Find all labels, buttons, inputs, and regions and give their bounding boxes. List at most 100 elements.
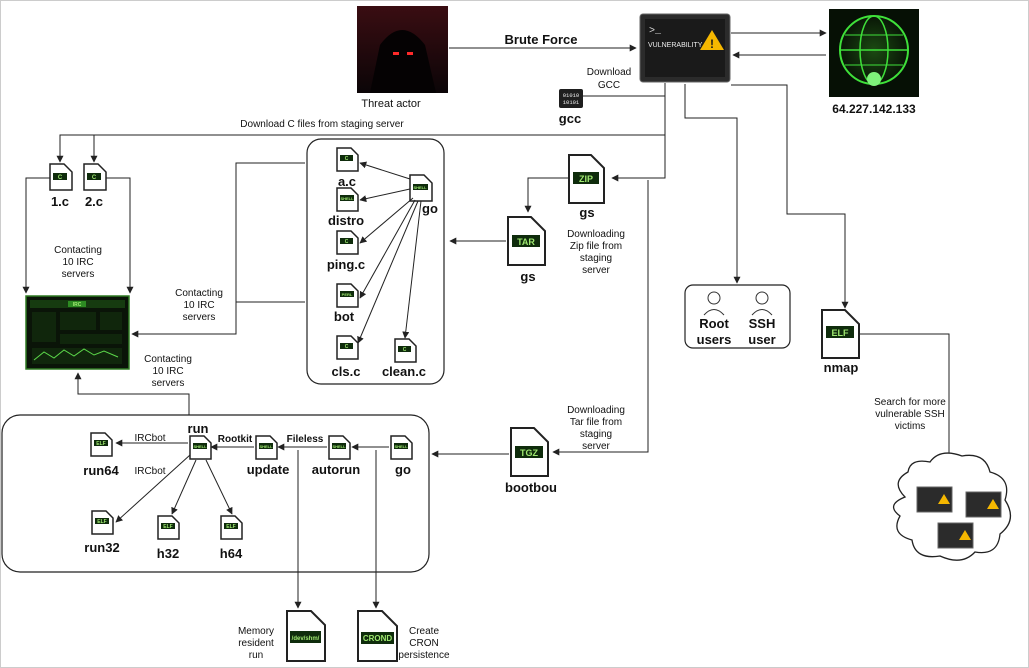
contacting-irc-a-1: Contacting xyxy=(54,245,102,256)
users-box xyxy=(684,284,791,349)
file-h64-label: h64 xyxy=(220,546,243,561)
file-h32-badge: ELF xyxy=(163,524,172,530)
file-2c-badge: C xyxy=(92,175,97,181)
file-distro-label: distro xyxy=(328,213,364,228)
irc-server-panel: IRC xyxy=(25,295,130,370)
file-clean: C clean.c xyxy=(382,338,426,379)
file-ping: C ping.c xyxy=(327,230,365,272)
zip-to-tar-arrow xyxy=(524,177,568,213)
file-bot-badge: PERL xyxy=(342,292,353,297)
2c-to-irc-arrow xyxy=(106,177,134,294)
file-gs-tar-badge: TAR xyxy=(517,237,535,247)
download-c-files-arrow xyxy=(56,84,666,163)
file-1c: C 1.c xyxy=(49,163,73,209)
downloading-tar-1: Downloading xyxy=(567,405,625,416)
warning-icon xyxy=(987,499,999,509)
file-go-1-badge: SHELL xyxy=(413,185,427,190)
root-users-label-2: users xyxy=(697,332,732,347)
ssh-user-label-2: user xyxy=(748,332,775,347)
nmap-to-cloud-arrow xyxy=(860,333,953,471)
hood-icon xyxy=(370,30,436,93)
runtime-group xyxy=(1,414,430,573)
contacting-irc-a-2: 10 IRC xyxy=(62,257,93,268)
file-h64-badge: ELF xyxy=(226,524,235,530)
create-cron-1: Create xyxy=(409,626,439,637)
download-gcc-label-2: GCC xyxy=(598,80,620,91)
svg-text:!: ! xyxy=(710,37,714,51)
file-cls-label: cls.c xyxy=(332,364,361,379)
file-run32-badge: ELF xyxy=(97,519,106,525)
file-bot: PERL bot xyxy=(334,283,359,324)
file-2c-label: 2.c xyxy=(85,194,103,209)
file-run64: ELF run64 xyxy=(83,432,119,478)
ssh-user-label-1: SSH xyxy=(749,316,776,331)
file-crond-badge: CROND xyxy=(363,634,393,643)
memory-resident-3: run xyxy=(249,650,263,661)
fileless-label: Fileless xyxy=(287,434,324,445)
file-devshm: /dev/shm/ xyxy=(286,610,326,662)
file-1c-label: 1.c xyxy=(51,194,69,209)
file-ping-badge: C xyxy=(345,239,349,245)
victims-cloud xyxy=(893,452,1012,561)
file-update-badge: SHELL xyxy=(259,444,273,449)
file-cls: C cls.c xyxy=(332,335,361,379)
downloading-tar-4: server xyxy=(582,441,610,452)
go-to-cls-arrow xyxy=(357,200,419,344)
contacting-irc-c-2: 10 IRC xyxy=(152,366,183,377)
gcc-label: gcc xyxy=(559,111,581,126)
server-ip-label: 64.227.142.133 xyxy=(832,102,916,116)
create-cron-3: persistence xyxy=(398,650,450,661)
file-run64-badge: ELF xyxy=(96,441,105,447)
file-go-1-label: go xyxy=(422,201,438,216)
ssh-user-icon xyxy=(755,291,769,305)
victim-screen-3 xyxy=(937,522,974,549)
terminal-prompt: >_ xyxy=(649,26,662,37)
1c-to-irc-arrow xyxy=(22,177,50,294)
victim-screen-1 xyxy=(916,486,953,513)
file-gs-tar-label: gs xyxy=(520,269,535,284)
file-h64: ELF h64 xyxy=(220,515,243,561)
go-to-bot-arrow xyxy=(359,199,416,299)
downloading-tar-2: Tar file from xyxy=(570,417,622,428)
file-run-label: run xyxy=(188,421,209,436)
file-1c-badge: C xyxy=(58,175,63,181)
download-gcc-label-1: Download xyxy=(587,67,631,78)
vulnerable-host: >_ VULNERABILITY ! xyxy=(639,13,731,83)
file-clean-label: clean.c xyxy=(382,364,426,379)
warning-icon xyxy=(700,30,724,50)
file-ac: C a.c xyxy=(336,147,359,189)
to-bootbou-arrow xyxy=(552,180,649,456)
file-go-1: SHELL go xyxy=(409,174,438,216)
run-to-run32-arrow xyxy=(115,454,191,523)
threat-actor-label: Threat actor xyxy=(361,98,421,110)
run-to-h64-arrow xyxy=(205,459,233,515)
to-nmap-arrow xyxy=(731,84,849,309)
rootkit-label: Rootkit xyxy=(218,434,253,445)
vulnerability-text: VULNERABILITY xyxy=(648,42,703,49)
file-run64-label: run64 xyxy=(83,463,119,478)
file-ac-badge: C xyxy=(345,156,349,162)
gcc-binary-icon: 01010 10101 xyxy=(559,89,583,108)
downloading-zip-2: Zip file from xyxy=(570,241,622,252)
c2-server: 64.227.142.133 xyxy=(829,9,919,116)
search-more-3: victims xyxy=(895,421,926,432)
file-bootbou: TGZ bootbou xyxy=(505,427,557,495)
downloading-zip-3: staging xyxy=(580,253,612,264)
downloading-zip-4: server xyxy=(582,265,610,276)
root-user-icon xyxy=(707,291,721,305)
search-more-2: vulnerable SSH xyxy=(875,409,944,420)
file-go-2: SHELL go xyxy=(390,435,413,477)
go-to-clean-arrow xyxy=(402,200,422,339)
contacting-irc-c-3: servers xyxy=(152,378,185,389)
go-to-distro-arrow xyxy=(359,188,411,203)
file-ping-label: ping.c xyxy=(327,257,365,272)
users-group: Root users SSH user xyxy=(684,284,791,349)
download-c-files-label: Download C files from staging server xyxy=(240,119,404,130)
c-files-group xyxy=(306,138,445,385)
victim-screen-2 xyxy=(965,491,1002,518)
file-run: SHELL run xyxy=(188,421,212,460)
file-cls-badge: C xyxy=(345,344,349,350)
file-run32: ELF run32 xyxy=(84,510,120,555)
file-go-2-label: go xyxy=(395,462,411,477)
